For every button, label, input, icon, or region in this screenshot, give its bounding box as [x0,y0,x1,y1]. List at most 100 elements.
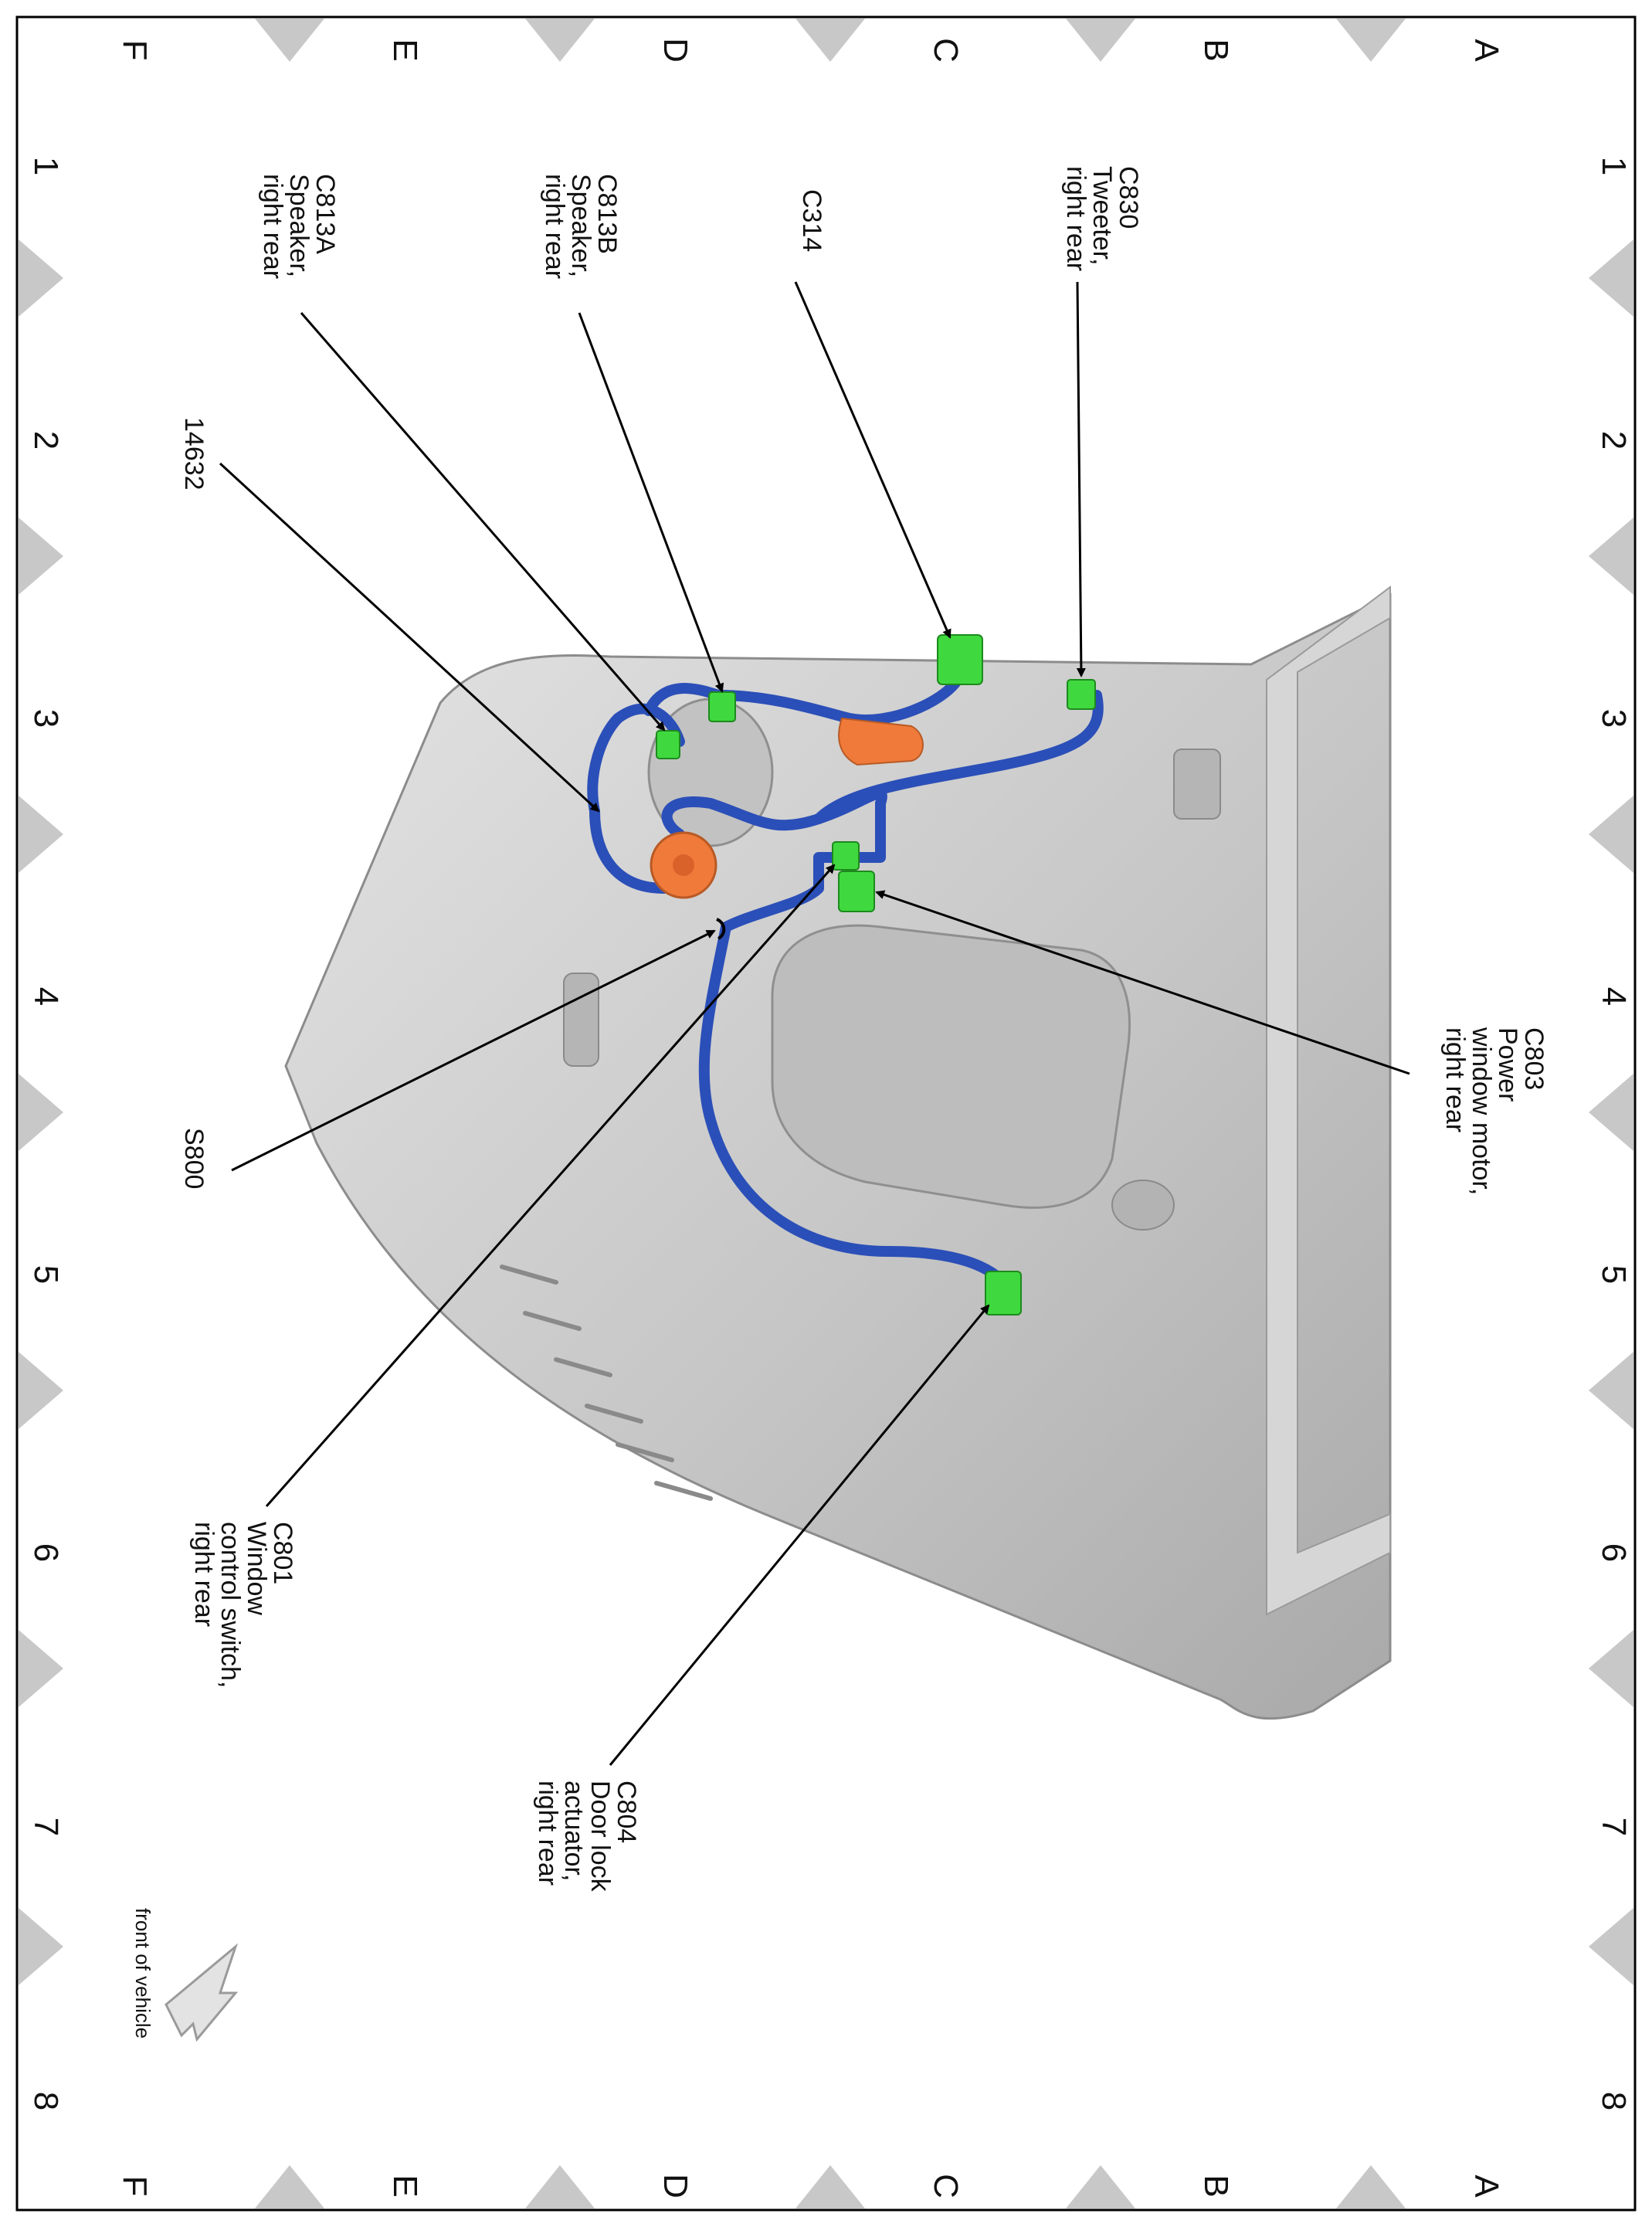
grid-marker [19,796,63,873]
grid-row-letter: E [386,2174,424,2197]
callout-c803: C803 Power window motor, right rear [1440,1027,1549,1195]
leader-c804 [609,1304,990,1766]
grid-marker [19,1630,63,1707]
door-frame-rail [1266,586,1391,1616]
callout-14632: 14632 [179,417,209,491]
leader-c813b [578,312,724,693]
grid-column-number: 2 [27,431,65,450]
front-of-vehicle-label: front of vehicle [131,1908,154,2039]
callout-line: C804 [612,1781,641,1843]
grid-marker [19,518,63,595]
wiring-harness [587,674,1104,1288]
grid-marker [19,239,63,317]
grid-row-letter: B [1197,2174,1235,2197]
leader-c813a [300,312,666,732]
grid-column-number: 8 [1595,2092,1633,2110]
callout-c801: C801 Window control switch, right rear [189,1522,297,1688]
connector-c801 [832,841,860,871]
grid-markers [19,19,1633,2208]
grid-marker [525,2165,595,2208]
grid-column-number: 7 [1595,1818,1633,1836]
callout-line: Window [242,1522,271,1615]
grid-column-number: 5 [27,1265,65,1284]
grid-marker [19,1074,63,1151]
grid-marker [255,19,324,62]
harness-branch [713,674,963,725]
grid-marker [1589,239,1633,317]
callout-s800: S800 [179,1128,209,1189]
connectors [656,634,1096,1315]
connector-c813a [656,730,680,759]
leader-c803 [875,890,1410,1075]
grid-column-number: 3 [27,709,65,728]
grid-column-number: 1 [1595,157,1633,175]
callout-c813b: C813B Speaker, right rear [540,174,622,279]
callout-line: right rear [1061,166,1091,271]
callout-line: C813A [310,174,340,254]
callout-c804: C804 Door lock actuator, right rear [533,1781,641,1893]
grid-column-number: 7 [27,1818,65,1836]
sheet-border [15,15,1637,2212]
vent-slots [500,1265,713,1501]
grid-column-number: 3 [1595,709,1633,728]
door-panel-illustration [284,586,1392,1720]
harness-trunk [698,922,1009,1288]
row-letters-top: A B C D E F [116,38,1505,63]
harness-branch [587,703,685,816]
callout-c314: C314 [797,189,826,252]
grid-column-number: 2 [1595,431,1633,450]
grid-column-number: 6 [27,1543,65,1562]
callout-line: control switch, [215,1522,245,1688]
callout-line: C803 [1519,1027,1549,1090]
callout-line: window motor, [1467,1027,1496,1195]
harness-branch [813,690,1104,824]
column-numbers-right: 1 2 3 4 5 6 7 8 [1595,157,1633,2110]
callout-line: C801 [268,1522,297,1584]
grid-row-letter: F [116,40,154,61]
leader-c801 [265,864,836,1507]
grid-marker [1589,796,1633,873]
grid-marker [795,19,865,62]
orange-grommet-center [673,854,694,876]
callout-line: 14632 [179,417,209,491]
window-opening [771,924,1131,1209]
grid-marker [19,1352,63,1429]
grid-column-number: 1 [27,157,65,175]
grid-row-letter: C [927,38,965,63]
grid-row-letter: F [116,2176,154,2197]
callout-c830: C830 Tweeter, right rear [1061,166,1143,271]
grid-row-letter: C [927,2174,965,2198]
leader-s800 [231,929,716,1172]
column-numbers-left: 1 2 3 4 5 6 7 8 [27,157,65,2110]
callout-line: Speaker, [284,174,314,277]
grid-marker [1589,1074,1633,1151]
grid-marker [1066,2165,1135,2208]
callout-line: Power [1493,1027,1522,1102]
front-arrow-icon [165,1943,239,2042]
callout-line: Door lock [585,1781,615,1893]
grid-marker [1589,518,1633,595]
callout-line: right rear [189,1522,219,1627]
callout-line: actuator, [559,1781,589,1881]
callout-line: Tweeter, [1087,166,1117,266]
grid-marker [1589,1630,1633,1707]
grid-row-letter: D [656,2174,694,2198]
orange-grommet-plate [838,717,924,766]
callout-line: right rear [258,174,287,279]
grid-column-number: 4 [1595,987,1633,1006]
callout-line: C314 [797,189,826,252]
grid-marker [1589,1352,1633,1429]
row-letters-bottom: A B C D E F [116,2174,1505,2198]
callout-line: right rear [533,1781,562,1886]
grid-marker [1336,19,1406,62]
leader-14632 [219,462,600,813]
grid-marker [1066,19,1135,62]
callout-line: Speaker, [566,174,595,277]
leader-c830 [1076,281,1086,677]
callout-line: right rear [540,174,569,279]
panel-hole [1111,1180,1175,1231]
grid-marker [19,1908,63,1985]
grid-marker [795,2165,865,2208]
grid-marker [1336,2165,1406,2208]
